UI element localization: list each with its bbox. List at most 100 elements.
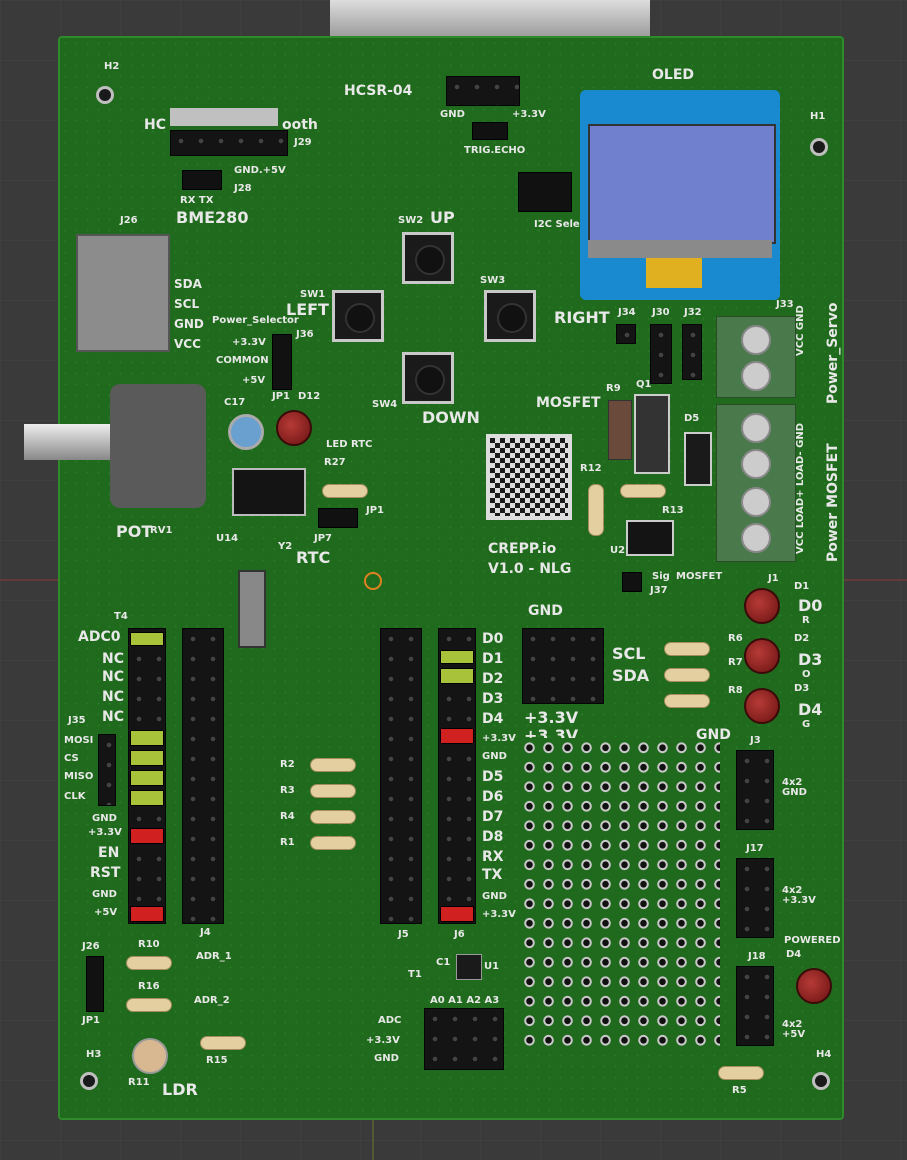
resistor-r12 bbox=[620, 484, 666, 498]
label-sw1: SW1 bbox=[300, 289, 326, 300]
label-a0a3: A0 A1 A2 A3 bbox=[430, 995, 500, 1006]
label-bme280: BME280 bbox=[176, 208, 249, 227]
screw-1[interactable] bbox=[741, 325, 771, 355]
header-j30 bbox=[650, 324, 672, 384]
header-j3 bbox=[736, 750, 774, 830]
jumper-adc0[interactable] bbox=[130, 632, 164, 646]
label-i2c: I2C Sele bbox=[534, 219, 580, 230]
mount-hole-h1 bbox=[810, 138, 828, 156]
left-button[interactable] bbox=[332, 290, 384, 342]
label-mosfet: MOSFET bbox=[536, 395, 601, 411]
screw-3[interactable] bbox=[741, 413, 771, 443]
label-u14: U14 bbox=[216, 533, 239, 544]
label-power-servo: Power_Servo bbox=[825, 302, 841, 404]
label-bme-sda: SDA bbox=[174, 277, 202, 291]
potentiometer-shaft[interactable] bbox=[24, 424, 114, 460]
jumper-cs[interactable] bbox=[130, 750, 164, 766]
label-t1: T1 bbox=[408, 969, 422, 980]
screw-2[interactable] bbox=[741, 361, 771, 391]
label-vcc-gnd: VCC GND bbox=[795, 305, 806, 356]
label-u2: U2 bbox=[610, 545, 626, 556]
label-gnd-left: GND bbox=[92, 813, 117, 824]
label-j6: J6 bbox=[454, 929, 465, 940]
jumper-mosi[interactable] bbox=[130, 730, 164, 746]
rtc-chip bbox=[232, 468, 306, 516]
label-led-D3: D3 bbox=[798, 650, 823, 669]
label-pin-tx: TX bbox=[482, 867, 503, 883]
label-j33: J33 bbox=[776, 299, 794, 310]
label-led-rtc: LED RTC bbox=[326, 439, 373, 450]
jumper-power-selector[interactable] bbox=[272, 334, 292, 390]
bluetooth-module bbox=[170, 108, 278, 126]
label-pot: POT bbox=[116, 522, 153, 541]
label-led-O: O bbox=[802, 669, 811, 680]
label-ps-v5: +5V bbox=[242, 375, 266, 386]
right-button[interactable] bbox=[484, 290, 536, 342]
label-j26-top: J26 bbox=[120, 215, 138, 226]
label-left: LEFT bbox=[286, 300, 329, 319]
jumper-j37[interactable] bbox=[622, 572, 642, 592]
jumper-trig-echo[interactable] bbox=[472, 122, 508, 140]
label-rv1: RV1 bbox=[150, 525, 173, 536]
label-sw3: SW3 bbox=[480, 275, 506, 286]
label-power-selector: Power_Selector bbox=[212, 315, 299, 326]
down-button[interactable] bbox=[402, 352, 454, 404]
label-oled: OLED bbox=[652, 67, 695, 83]
label-right: RIGHT bbox=[554, 308, 610, 327]
jumper-v5-left[interactable] bbox=[130, 906, 164, 922]
led-d0 bbox=[744, 588, 780, 624]
cursor-crosshair bbox=[364, 572, 382, 590]
up-button[interactable] bbox=[402, 232, 454, 284]
jumper-j26[interactable] bbox=[86, 956, 104, 1012]
label-4x2-gnd: 4x2 GND bbox=[782, 777, 807, 798]
label-cs: CS bbox=[64, 753, 79, 764]
header-j29 bbox=[170, 130, 288, 156]
qr-code bbox=[486, 434, 572, 520]
label-rtc: RTC bbox=[296, 548, 331, 567]
label-c17: C17 bbox=[224, 397, 246, 408]
resistor-r1 bbox=[310, 836, 356, 850]
screw-4[interactable] bbox=[741, 449, 771, 479]
jumper-jp7[interactable] bbox=[318, 508, 358, 528]
jumper-rxtx[interactable] bbox=[182, 170, 222, 190]
resistor-r2 bbox=[310, 758, 356, 772]
label-powered: POWERED bbox=[784, 935, 841, 946]
label-pin-gnd: GND bbox=[482, 751, 507, 762]
label-y2: Y2 bbox=[278, 541, 293, 552]
jumper-d1[interactable] bbox=[440, 650, 474, 664]
label-h1: H1 bbox=[810, 111, 826, 122]
label-mosi: MOSI bbox=[64, 735, 94, 746]
label-led-D4: D4 bbox=[798, 700, 823, 719]
label-pin-rx: RX bbox=[482, 849, 504, 865]
header-j27 bbox=[446, 76, 520, 106]
label-jp1b: JP1 bbox=[366, 505, 385, 516]
label-rxtx: RX TX bbox=[180, 195, 214, 206]
jumper-miso[interactable] bbox=[130, 770, 164, 786]
pcb-board: H2 H1 H3 H4 HCSR-04 GND +3.3V TRIG.ECHO … bbox=[24, 36, 844, 1120]
jumper-v33-mid[interactable] bbox=[440, 728, 474, 744]
label-led-D0: D0 bbox=[798, 596, 823, 615]
resistor-r7 bbox=[664, 668, 710, 682]
label-jp1c: JP1 bbox=[82, 1015, 101, 1026]
label-j36: J36 bbox=[296, 329, 314, 340]
oled-ribbon bbox=[646, 258, 702, 288]
oled-screen bbox=[588, 124, 776, 244]
oled-display bbox=[580, 90, 780, 300]
label-h2: H2 bbox=[104, 61, 120, 72]
label-vcc-load: VCC LOAD+ LOAD- GND bbox=[795, 422, 806, 554]
label-mosfet2: MOSFET bbox=[676, 571, 723, 582]
label-r8: R8 bbox=[728, 685, 743, 696]
jumper-i2c-select[interactable] bbox=[518, 172, 572, 212]
jumper-v33-left[interactable] bbox=[130, 828, 164, 844]
perfboard-area bbox=[520, 738, 720, 1048]
jumper-clk[interactable] bbox=[130, 790, 164, 806]
jumper-d2[interactable] bbox=[440, 668, 474, 684]
screw-5[interactable] bbox=[741, 487, 771, 517]
jumper-v33-mid2[interactable] bbox=[440, 906, 474, 922]
label-j17: J17 bbox=[746, 843, 764, 854]
label-nc2: NC bbox=[102, 669, 124, 685]
screw-6[interactable] bbox=[741, 523, 771, 553]
label-gnd-perf: GND bbox=[696, 727, 731, 743]
label-ldr: LDR bbox=[162, 1080, 198, 1099]
label-pin-d1: D1 bbox=[482, 651, 504, 667]
